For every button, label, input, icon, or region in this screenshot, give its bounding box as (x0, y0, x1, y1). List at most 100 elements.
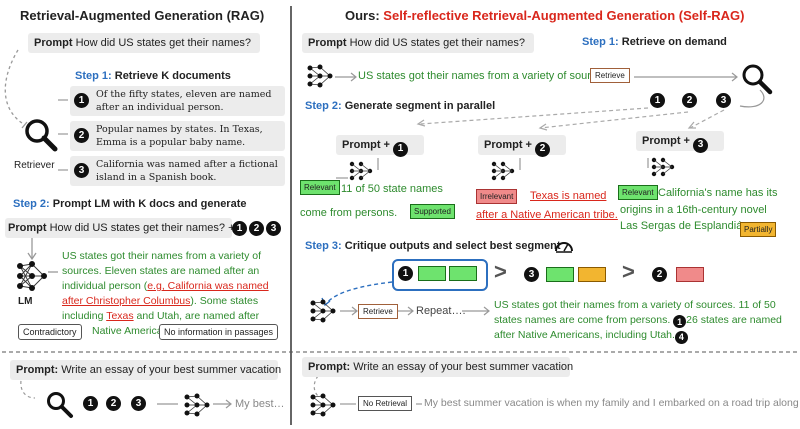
step1-prefix: Step 1: (75, 70, 112, 82)
supported-chip (449, 266, 477, 281)
step2-text: Prompt LM with K docs and generate (52, 198, 247, 210)
left-step2: Step 2: Prompt LM with K docs and genera… (13, 198, 247, 210)
doc-number: 3 (266, 221, 281, 236)
prompt-label: Prompt (308, 37, 347, 49)
right-bottom-prompt: Prompt: Write an essay of your best summ… (302, 357, 574, 377)
gauge-icon (555, 242, 573, 253)
left-generation: US states got their names from a variety… (62, 250, 269, 337)
right-title: Ours: Self-reflective Retrieval-Augmente… (345, 8, 745, 23)
doc-number: 3 (74, 163, 89, 178)
irrelevant-tag: Irrelevant (476, 189, 518, 204)
magnifier-icon (25, 119, 58, 152)
step2-prefix: Step 2: (13, 198, 50, 210)
doc-number: 2 (249, 221, 264, 236)
doc-number: 2 (652, 267, 667, 282)
doc-number: 3 (131, 396, 146, 411)
relevant-chip (418, 266, 446, 281)
callout-contradictory: Contradictory (18, 324, 82, 340)
prompt-label: Prompt: (16, 364, 59, 376)
step3-prefix: Step 3: (305, 240, 342, 252)
prompt-label: Prompt (8, 222, 47, 234)
doc-3: 3 California was named after a fictional… (70, 156, 285, 186)
left-prompt-box: Prompt How did US states get their names… (28, 33, 260, 53)
prompt-text: Write an essay of your best summer vacat… (353, 361, 574, 373)
step1-text: Retrieve K documents (114, 70, 231, 82)
relevant-tag: Relevant (300, 180, 340, 195)
neural-network-icon (349, 161, 373, 181)
doc-number: 1 (74, 93, 89, 108)
neural-network-icon (307, 64, 333, 88)
segment-1-text: come from persons. (300, 207, 398, 219)
step2-prefix: Step 2: (305, 100, 342, 112)
lm-label: LM (18, 296, 33, 307)
retrieve-tag: Retrieve (590, 68, 630, 83)
segment-3-text: origins in a 16th-century novel (620, 204, 767, 216)
doc-number: 1 (650, 93, 665, 108)
repeat-label: Repeat…. (416, 305, 466, 317)
segment-prompt-3: Prompt + 3 (636, 131, 724, 153)
left-bottom-prompt: Prompt: Write an essay of your best summ… (10, 360, 282, 380)
doc-text: Popular names by states. In Texas,Emma i… (96, 124, 263, 148)
doc-number: 3 (716, 93, 731, 108)
segment-2-text: Texas is named (530, 190, 607, 202)
irrelevant-chip (676, 267, 704, 282)
doc-number: 2 (682, 93, 697, 108)
left-bottom-output: My best… (235, 398, 285, 410)
prompt-text: How did US states get their names? (75, 37, 252, 49)
partially-chip (578, 267, 606, 282)
neural-network-icon (491, 161, 515, 181)
rank-greater-symbol: > (622, 259, 635, 284)
step1-prefix: Step 1: (582, 36, 619, 48)
neural-network-icon (310, 299, 336, 323)
prompt-label: Prompt: (308, 361, 351, 373)
prompt-label: Prompt (34, 37, 73, 49)
relevant-tag: Relevant (618, 185, 658, 200)
prompt-text: Write an essay of your best summer vacat… (61, 364, 282, 376)
right-step2: Step 2: Generate segment in parallel (305, 100, 495, 112)
right-prompt-box: Prompt How did US states get their names… (302, 33, 534, 53)
left-title: Retrieval-Augmented Generation (RAG) (20, 8, 265, 23)
neural-network-icon (184, 393, 210, 417)
segment-2-text: after a Native American tribe. (476, 209, 618, 221)
prompt-text: How did US states get their names? (349, 37, 526, 49)
neural-network-icon (651, 157, 675, 177)
left-step1: Step 1: Retrieve K documents (75, 70, 231, 82)
doc-number: 1 (398, 266, 413, 281)
segment-prompt-2: Prompt + 2 (478, 135, 566, 157)
magnifier-icon (742, 64, 773, 95)
no-retrieval-tag: No Retrieval (358, 396, 413, 411)
doc-number: 2 (106, 396, 121, 411)
neural-network-icon (310, 393, 336, 417)
reference-number: 4 (674, 331, 688, 345)
doc-number: 2 (74, 128, 89, 143)
step1-text: Retrieve on demand (621, 36, 727, 48)
doc-number: 3 (524, 267, 539, 282)
prompt-text: How did US states get their names? + (49, 222, 235, 234)
best-segment-box (392, 259, 488, 291)
final-output: US states got their names from a variety… (494, 299, 782, 345)
doc-number: 1 (83, 396, 98, 411)
segment-3-text: Las Sergas de Esplandián. (620, 220, 752, 232)
right-step1: Step 1: Retrieve on demand (582, 36, 727, 48)
relevant-chip (546, 267, 574, 282)
partially-tag: Partially (740, 222, 777, 237)
rank-greater-symbol: > (494, 259, 507, 284)
segment-prompt-1: Prompt + 1 (336, 135, 424, 157)
retrieve-tag: Retrieve (358, 304, 398, 319)
callout-no-info: No information in passages (159, 324, 279, 340)
neural-network-icon (17, 261, 47, 291)
supported-tag: Supported (410, 204, 455, 219)
doc-2: 2 Popular names by states. In Texas,Emma… (70, 121, 285, 151)
left-prompt2-box: Prompt How did US states get their names… (5, 218, 235, 238)
retriever-label: Retriever (14, 160, 55, 171)
right-step3: Step 3: Critique outputs and select best… (305, 240, 561, 252)
step1-output: US states got their names from a variety… (358, 70, 612, 82)
step3-text: Critique outputs and select best segment (344, 240, 561, 252)
step2-text: Generate segment in parallel (344, 100, 496, 112)
right-bottom-output: My best summer vacation is when my famil… (424, 397, 800, 409)
doc-number: 1 (232, 221, 247, 236)
